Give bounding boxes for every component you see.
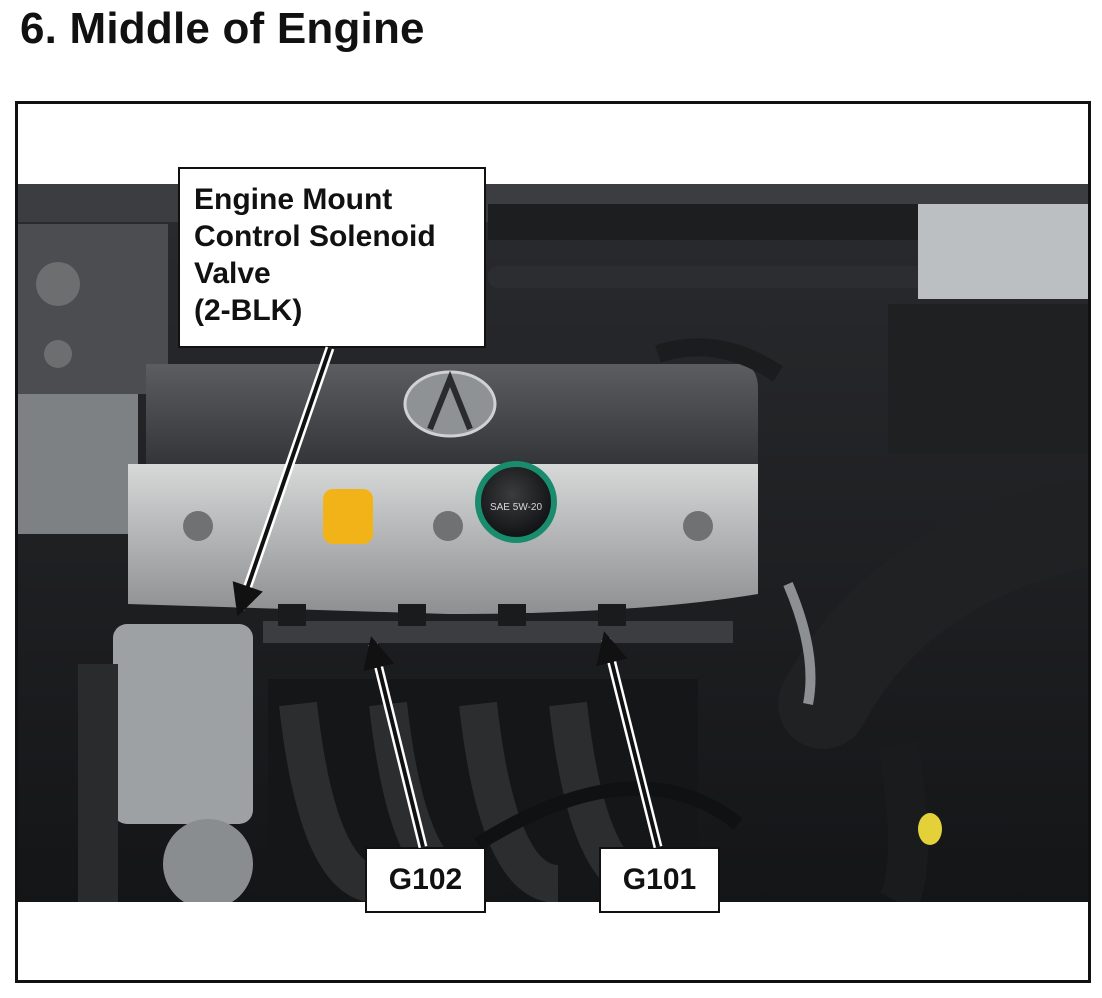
- callout-line: Valve: [194, 257, 271, 290]
- callout-line: (2-BLK): [194, 294, 303, 327]
- page-title: 6. Middle of Engine: [20, 4, 425, 53]
- callout-line: Engine Mount: [194, 183, 393, 216]
- engine-bay-photo: SAE 5W-20: [18, 184, 1088, 902]
- callout-g102: G102: [365, 847, 486, 913]
- callout-line: Control Solenoid: [194, 220, 436, 253]
- callout-engine-mount-solenoid: Engine Mount Control Solenoid Valve (2-B…: [178, 167, 486, 348]
- figure-frame: SAE 5W-20: [15, 101, 1091, 983]
- oil-cap-label: SAE 5W-20: [490, 502, 542, 513]
- callout-g101: G101: [599, 847, 720, 913]
